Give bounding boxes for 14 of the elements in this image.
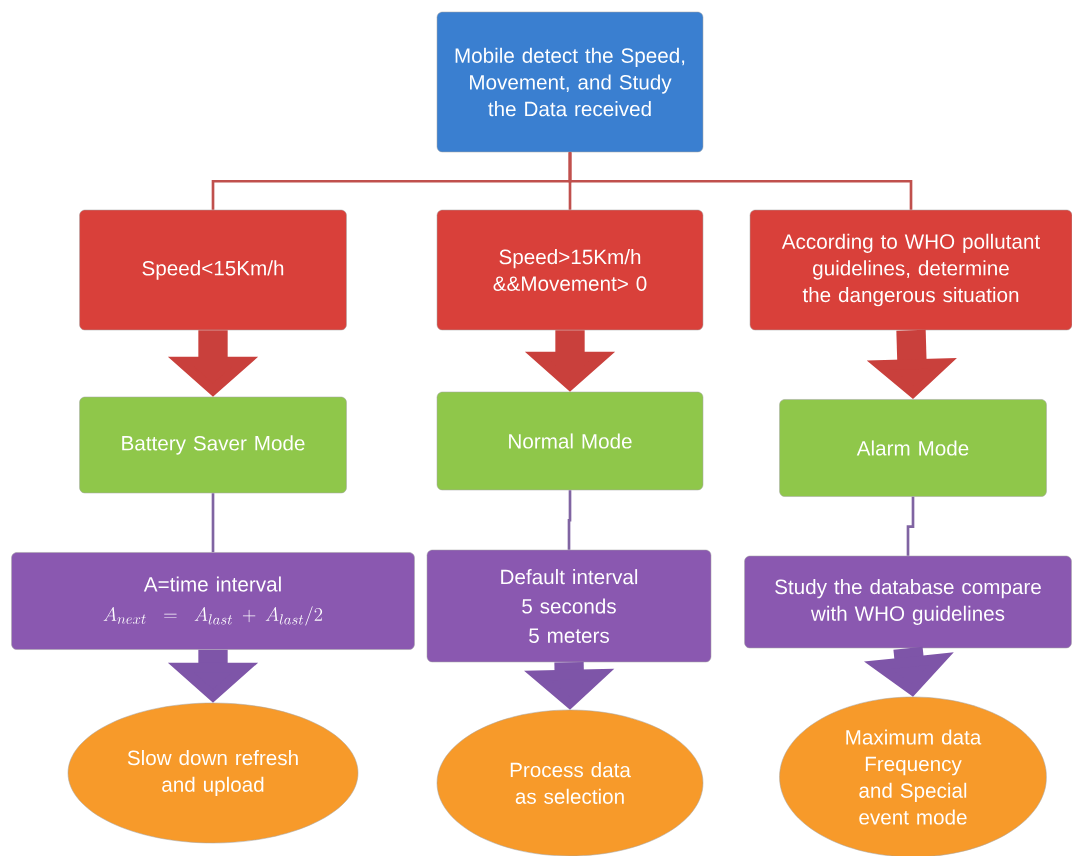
process-box: Mobile detect the Speed, Movement, and Study the Data received [436, 11, 704, 153]
connector-line [906, 496, 915, 556]
process-box: Study the database compare with WHO guidelines [744, 555, 1072, 649]
process-box: Default interval 5 seconds 5 meters [426, 549, 712, 663]
process-box: A=time interval $A_{next} = A_{last} + A_{last}/2$ [11, 552, 415, 650]
condition-box: According to WHO pollutant guidelines, determine the dangerous situation [749, 209, 1072, 331]
mode-box: Normal Mode [436, 391, 704, 491]
connector-line [568, 152, 913, 210]
condition-box: Speed<15Km/h [79, 209, 347, 331]
mode-box: Battery Saver Mode [79, 396, 347, 494]
connector-line [211, 493, 215, 553]
condition-box: Speed>15Km/h &&Movement> 0 [436, 209, 704, 331]
connector-line [567, 490, 572, 550]
mode-box: Alarm Mode [779, 399, 1047, 497]
